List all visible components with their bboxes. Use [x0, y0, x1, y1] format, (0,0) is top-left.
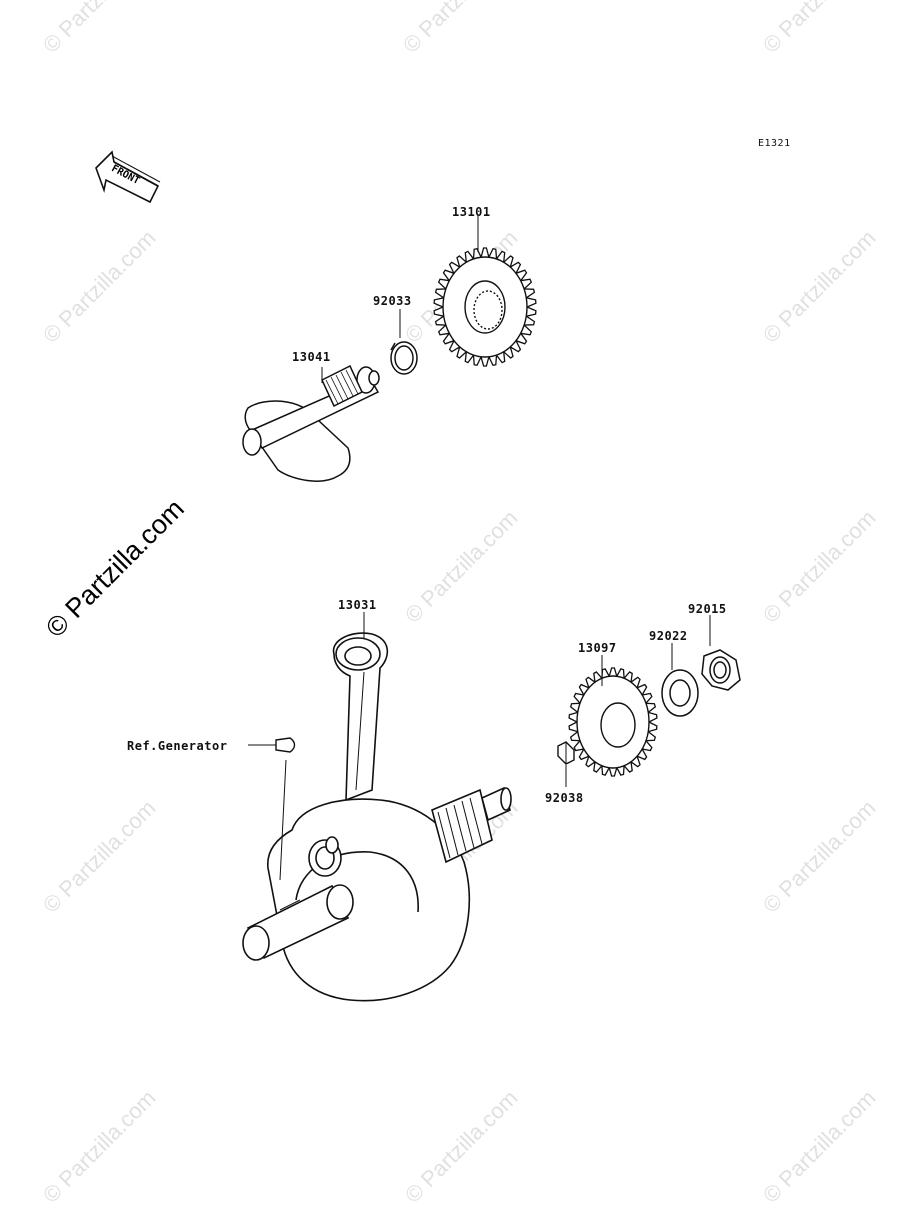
nut-92015	[701, 649, 741, 691]
key-92038	[557, 741, 575, 765]
front-arrow-icon	[95, 150, 161, 204]
gear-13101	[433, 247, 537, 367]
gear-13097	[568, 667, 658, 777]
ref-generator-label[interactable]: Ref.Generator	[127, 739, 228, 753]
leader-ref-generator-2	[279, 759, 287, 881]
part-label-13041[interactable]: 13041	[292, 350, 331, 364]
crankshaft-13031	[242, 632, 512, 1002]
balancer-shaft-13041	[242, 364, 380, 482]
part-label-13101[interactable]: 13101	[452, 205, 491, 219]
part-label-92033[interactable]: 92033	[373, 294, 412, 308]
circlip-92033	[390, 341, 418, 375]
part-label-92015[interactable]: 92015	[688, 602, 727, 616]
part-label-92038[interactable]: 92038	[545, 791, 584, 805]
diagram-code: E1321	[758, 138, 791, 149]
washer-92022	[661, 669, 699, 717]
part-label-13031[interactable]: 13031	[338, 598, 377, 612]
part-label-13097[interactable]: 13097	[578, 641, 617, 655]
part-label-92022[interactable]: 92022	[649, 629, 688, 643]
woodruff-key-ref-generator	[275, 737, 296, 753]
